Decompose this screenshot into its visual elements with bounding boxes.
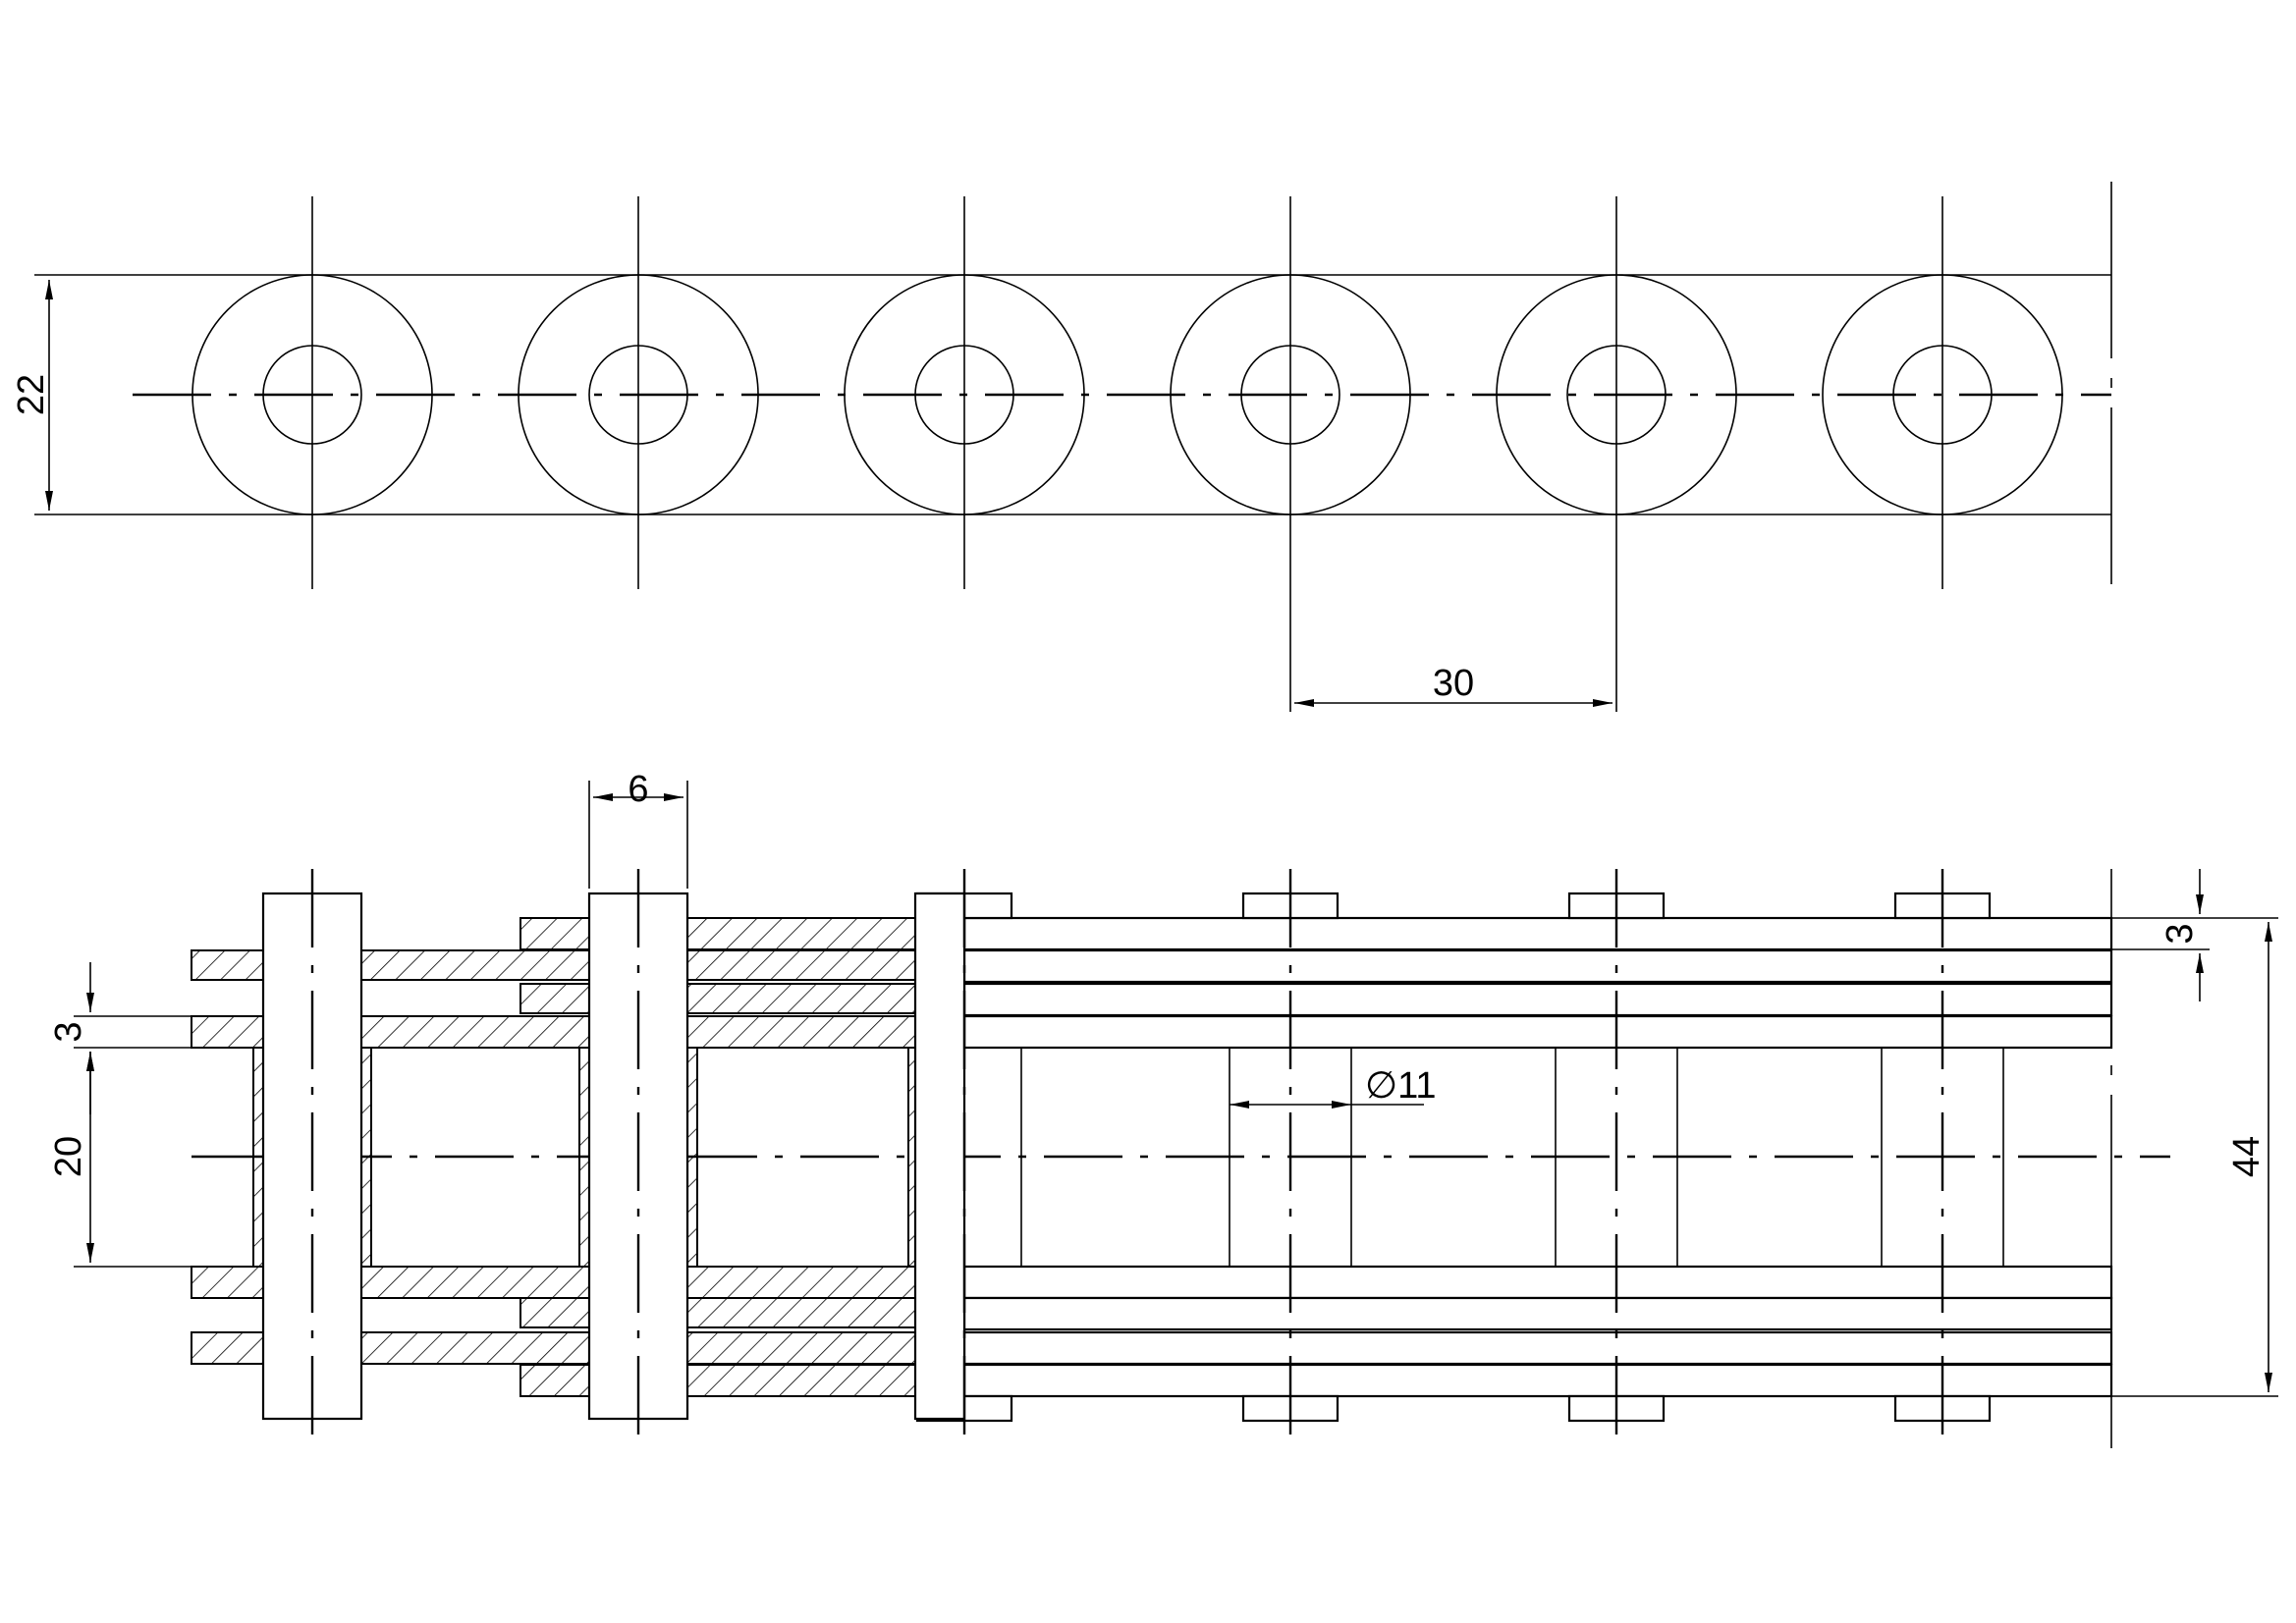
- dimension-label-link-height: 22: [11, 374, 52, 415]
- dimension-plate-thickness-left: 3: [48, 962, 191, 1114]
- bottom-view: 9 3 20 ∅11 3: [48, 767, 2278, 1448]
- dimension-inner-width: 20: [48, 1052, 191, 1268]
- dimension-label-overall-width: 44: [2226, 1136, 2268, 1177]
- dimension-label-pitch: 30: [1433, 663, 1474, 704]
- dimension-roller-diameter: ∅11: [1230, 1065, 1437, 1109]
- dimension-label-plate-thickness-left: 3: [48, 1021, 89, 1042]
- dimension-plate-thickness-right: 3: [2111, 869, 2278, 1001]
- link-joint-3: [844, 196, 1085, 589]
- link-joint-2: [518, 196, 759, 589]
- dimension-overall-width: 44: [2111, 922, 2278, 1397]
- rollers-right: [1020, 1048, 2004, 1267]
- link-joint-6: [1822, 196, 2063, 589]
- dimension-label-plate-thickness-right: 3: [2159, 923, 2201, 944]
- link-joint-5: [1496, 196, 1737, 589]
- dimension-label-inner-width: 20: [48, 1136, 89, 1177]
- dimension-link-height: 22: [11, 280, 53, 511]
- link-joint-4: [1170, 196, 1411, 589]
- dimension-pin-width: 9: [588, 767, 688, 889]
- dimension-label-roller-diameter: ∅11: [1365, 1065, 1437, 1107]
- dimension-label-pin-width: 9: [628, 767, 648, 808]
- pins: [261, 869, 2112, 1448]
- top-view: 22 30: [11, 182, 2112, 712]
- dimension-pitch: 30: [1289, 589, 1617, 712]
- link-joint-1: [191, 196, 433, 589]
